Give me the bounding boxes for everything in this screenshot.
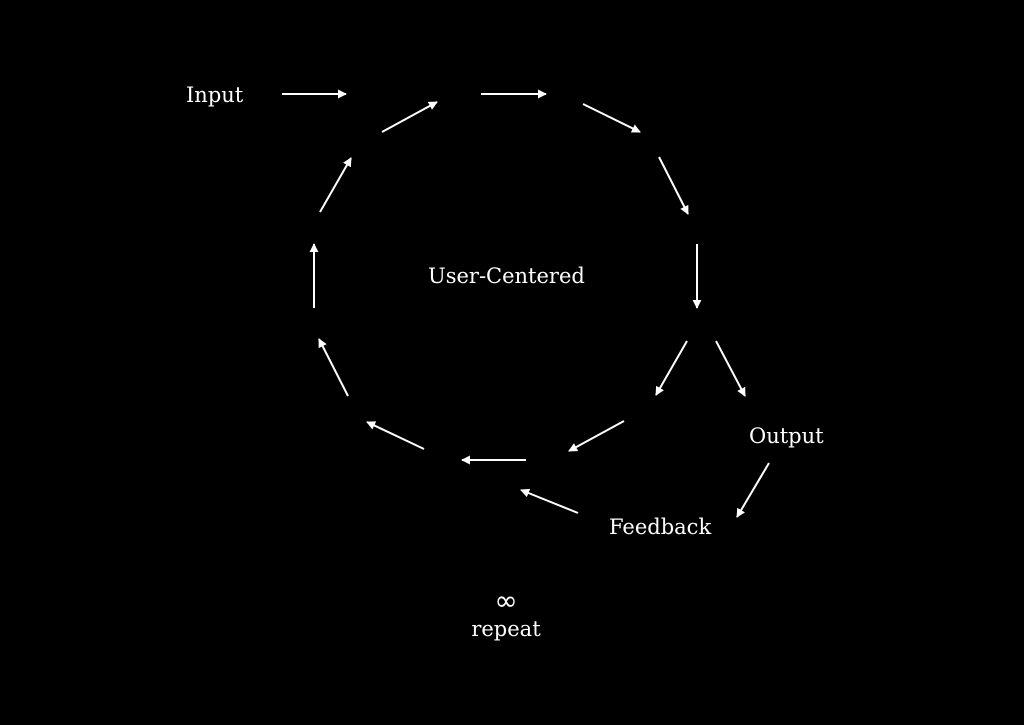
feedback-label: Feedback [609, 515, 712, 539]
arrow-feedback-to-cycle [520, 488, 579, 514]
repeat-label: repeat [471, 617, 541, 641]
cycle-arrow-top-left-1 [319, 157, 352, 213]
input-label: Input [186, 83, 244, 107]
repeat-group: ∞ repeat [456, 586, 556, 642]
cycle-arrow-top-right-1 [582, 103, 641, 133]
cycle-arrow-bottom-right-1 [655, 340, 688, 396]
arrow-output-to-feedback [736, 462, 770, 518]
output-label: Output [749, 424, 824, 448]
center-label: User-Centered [428, 264, 585, 288]
cycle-arrow-bottom-left-2 [318, 338, 349, 397]
arrow-to-output [715, 340, 746, 397]
cycle-arrow-bottom-right-2 [568, 420, 625, 452]
cycle-arrow-top-right-2 [658, 156, 689, 215]
infinity-icon: ∞ [494, 584, 518, 617]
cycle-arrow-top-left-2 [381, 101, 438, 133]
cycle-arrow-bottom-left-1 [366, 421, 425, 450]
